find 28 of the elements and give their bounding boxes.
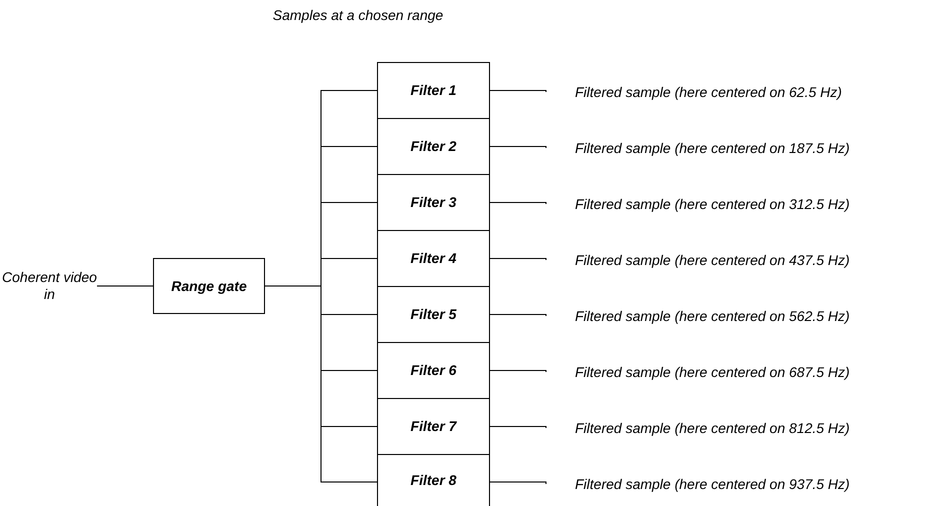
signal-label: Filtered sample (here centered on 437.5 Hz) — [546, 238, 943, 282]
process-box: Filter 5 — [377, 286, 490, 343]
signal-label: Filtered sample (here centered on 687.5 Hz) — [546, 350, 943, 394]
connector-line — [490, 370, 546, 372]
process-box: Filter 6 — [377, 342, 490, 399]
connector-line — [490, 426, 546, 428]
process-box: Filter 3 — [377, 174, 490, 231]
annotation-text: Samples at a chosen range — [272, 6, 444, 24]
connector-line — [490, 314, 546, 316]
process-box: Filter 4 — [377, 230, 490, 287]
process-box: Filter 1 — [377, 62, 490, 119]
signal-label: Filtered sample (here centered on 62.5 Hz) — [546, 70, 943, 114]
process-box: Filter 7 — [377, 398, 490, 455]
connector-line — [490, 146, 546, 148]
process-box: Filter 2 — [377, 118, 490, 175]
connector-line — [490, 482, 546, 484]
connector-line — [490, 202, 546, 204]
signal-label: Filtered sample (here centered on 562.5 Hz) — [546, 294, 943, 338]
process-box: Filter 8 — [377, 454, 490, 506]
signal-label: Filtered sample (here centered on 812.5 Hz) — [546, 406, 943, 450]
signal-label: Filtered sample (here centered on 937.5 Hz) — [546, 462, 943, 506]
connector-line — [490, 90, 546, 92]
signal-label: Filtered sample (here centered on 187.5 Hz) — [546, 126, 943, 170]
process-box: Range gate — [153, 258, 265, 314]
connector-line — [490, 258, 546, 260]
connector-line — [264, 286, 378, 482]
signal-label: Filtered sample (here centered on 312.5 Hz) — [546, 182, 943, 226]
signal-label: Coherent video in — [2, 258, 97, 314]
